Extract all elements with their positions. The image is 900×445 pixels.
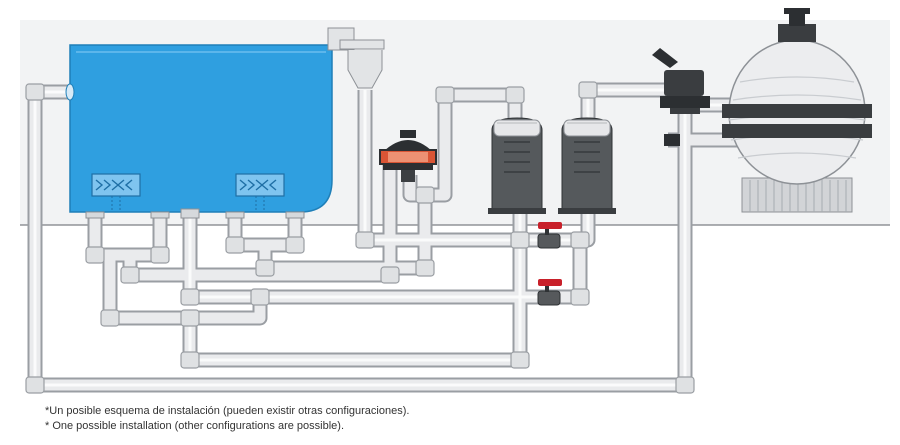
overflow-standpipe: [327, 27, 385, 89]
caption-spanish: *Un posible esquema de instalación (pued…: [45, 405, 410, 417]
ball-valve-upper: [537, 222, 562, 249]
prefilter-unit: [379, 130, 437, 182]
ball-valve-lower: [537, 279, 562, 306]
skimmer-right: [235, 173, 285, 212]
multiport-selector-valve: [652, 48, 710, 146]
bottom-outlets: [85, 208, 305, 219]
wall-inlet: [65, 83, 75, 101]
sand-filter: [722, 8, 872, 213]
caption-english: * One possible installation (other confi…: [45, 420, 344, 432]
pump-2: [558, 117, 616, 214]
pipe-fittings: [25, 81, 695, 394]
installation-diagram: [20, 8, 890, 394]
pump-1: [488, 117, 546, 214]
skimmer-left: [91, 173, 141, 212]
